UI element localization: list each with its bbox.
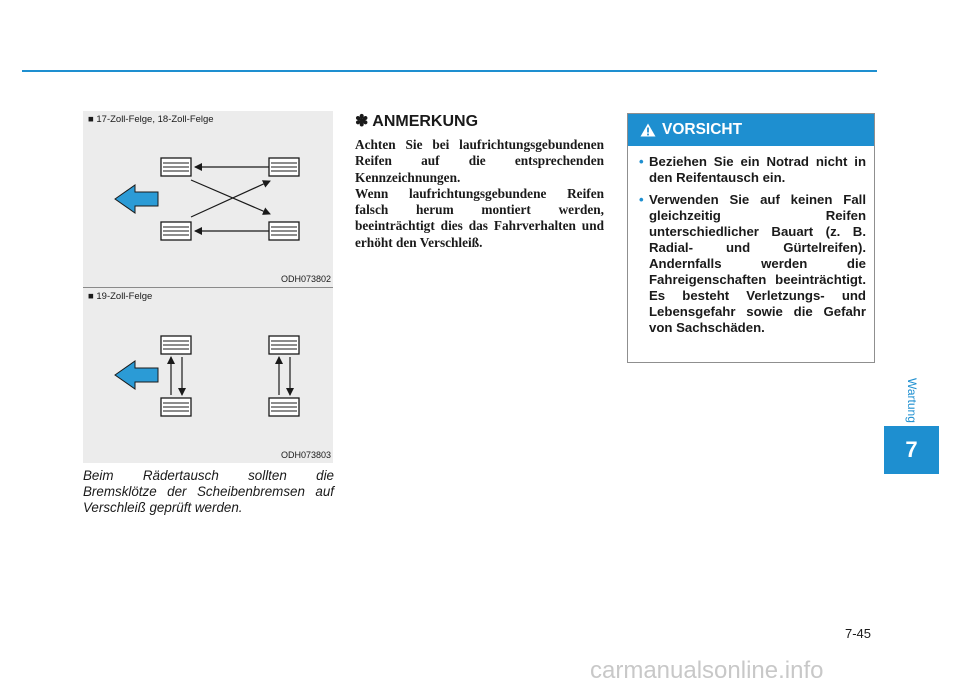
- figure-rotation-17-18: ■ 17-Zoll-Felge, 18-Zoll-Felge ODH073802: [83, 111, 333, 287]
- watermark: carmanualsonline.info: [590, 657, 824, 684]
- rotation-diagram-cross: [114, 157, 300, 241]
- direction-arrow-icon: [114, 360, 159, 390]
- bullet-icon: •: [639, 154, 644, 169]
- tire-front-right-icon: [268, 157, 300, 177]
- tire-rear-right-icon: [268, 397, 300, 417]
- figure-label: ■ 19-Zoll-Felge: [88, 291, 153, 302]
- rotation-arrow-icon: [190, 179, 271, 215]
- tire-rear-left-icon: [160, 397, 192, 417]
- caution-list: •Beziehen Sie ein Notrad nicht in den Re…: [628, 146, 874, 336]
- tire-front-left-icon: [160, 335, 192, 355]
- note-paragraph: Wenn laufrichtungsgebundene Reifen falsc…: [355, 185, 604, 250]
- warning-triangle-icon: [640, 123, 656, 137]
- caution-box: VORSICHT •Beziehen Sie ein Notrad nicht …: [627, 113, 875, 363]
- caution-header: VORSICHT: [628, 114, 874, 146]
- caution-item: •Verwenden Sie auf keinen Fall gleichzei…: [639, 192, 866, 335]
- figure-caption: Beim Rädertausch sollten die Bremsklötze…: [83, 468, 334, 515]
- chapter-tab: 7: [884, 426, 939, 474]
- tire-rear-right-icon: [268, 221, 300, 241]
- top-rule: [22, 70, 877, 72]
- note-paragraph: Achten Sie bei laufrichtungsgebundenen R…: [355, 137, 604, 185]
- note-title: ✽ ANMERKUNG: [355, 113, 479, 130]
- figure-rotation-19: ■ 19-Zoll-Felge ODH073803: [83, 287, 333, 463]
- bullet-icon: •: [639, 192, 644, 207]
- note-body: Achten Sie bei laufrichtungsgebundenen R…: [355, 137, 604, 251]
- tire-front-left-icon: [160, 157, 192, 177]
- page-number: 7-45: [845, 626, 872, 641]
- direction-arrow-icon: [114, 184, 159, 214]
- rotation-diagram-front-rear: [114, 335, 300, 417]
- caution-item: •Beziehen Sie ein Notrad nicht in den Re…: [639, 154, 866, 185]
- tire-rear-left-icon: [160, 221, 192, 241]
- figure-label: ■ 17-Zoll-Felge, 18-Zoll-Felge: [88, 114, 214, 125]
- tire-front-right-icon: [268, 335, 300, 355]
- chapter-label: Wartung: [905, 377, 919, 423]
- rotation-arrow-icon: [190, 180, 271, 218]
- figure-code: ODH073803: [280, 450, 331, 460]
- caution-title: VORSICHT: [662, 121, 743, 138]
- figure-code: ODH073802: [280, 274, 331, 284]
